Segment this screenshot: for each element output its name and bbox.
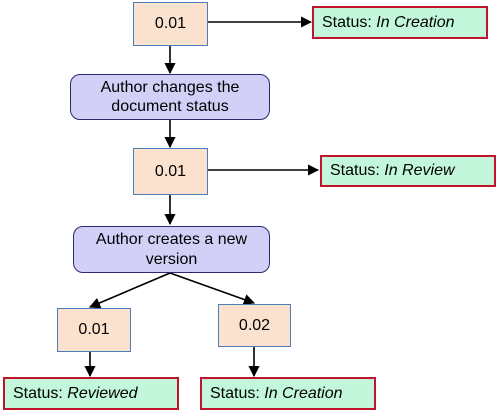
version-number: 0.01 [78, 321, 110, 339]
version-box-right: 0.02 [218, 304, 291, 347]
status-prefix: Status: [13, 384, 63, 402]
version-number: 0.01 [154, 162, 187, 180]
action-label: Author creates a new version [95, 231, 248, 268]
version-number: 0.02 [238, 316, 271, 334]
action-box-new-version: Author creates a new version [73, 226, 270, 273]
action-box-change-status: Author changes the document status [70, 74, 270, 120]
version-box-top: 0.01 [133, 2, 208, 46]
action-label: Author changes the document status [100, 78, 240, 115]
status-value: In Review [384, 162, 455, 180]
status-box-top: Status: In Creation [312, 6, 488, 39]
status-value: In Creation [376, 13, 455, 31]
status-value: Reviewed [67, 384, 138, 402]
status-prefix: Status: [322, 13, 372, 31]
status-box-middle: Status: In Review [320, 155, 496, 187]
version-box-left: 0.01 [57, 308, 131, 352]
version-box-middle: 0.01 [133, 148, 208, 195]
status-prefix: Status: [330, 162, 380, 180]
status-value: In Creation [264, 384, 343, 402]
status-prefix: Status: [210, 384, 260, 402]
version-number: 0.01 [154, 15, 187, 33]
arrow-action-new-to-version-right [169, 272, 256, 305]
status-box-right: Status: In Creation [200, 377, 376, 410]
arrow-action-new-to-version-left [88, 272, 171, 309]
status-box-left: Status: Reviewed [3, 377, 179, 410]
